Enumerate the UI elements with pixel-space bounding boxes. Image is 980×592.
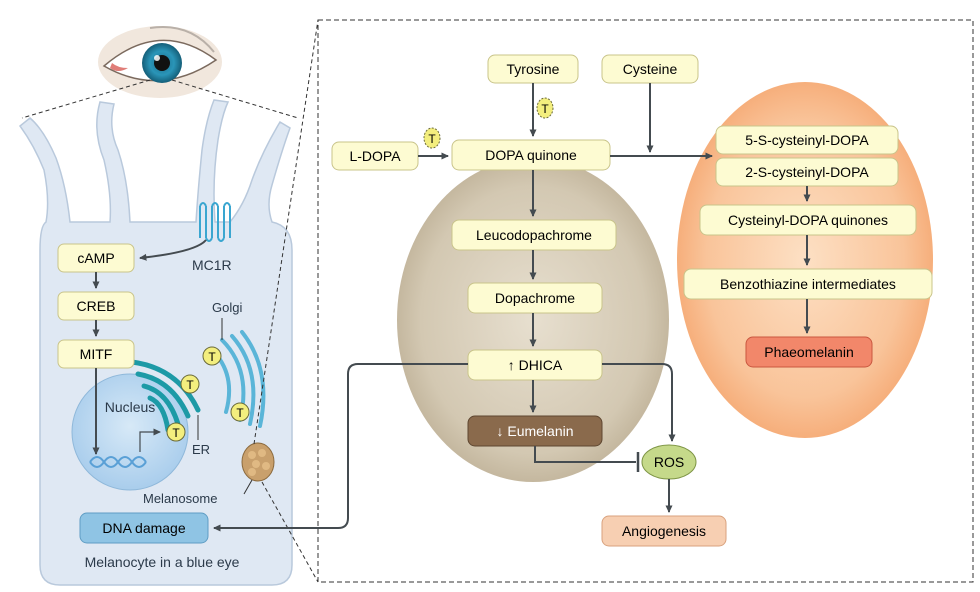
eye-highlight — [154, 55, 160, 61]
cysteine-box: Cysteine — [601, 54, 699, 84]
ldopa-label: L-DOPA — [349, 148, 401, 164]
camp-box: cAMP — [57, 243, 135, 273]
tyrosinase-marker-golgi-top: T — [202, 346, 222, 366]
benzothiazine-label: Benzothiazine intermediates — [720, 276, 896, 292]
t-label: T — [208, 350, 216, 364]
eumelanin-box: ↓ Eumelanin — [467, 415, 603, 447]
mc1r-receptor-icon — [199, 202, 231, 242]
t-label: T — [541, 102, 549, 116]
mc1r-label: MC1R — [192, 257, 232, 273]
s2-cysteinyl-label: 2-S-cysteinyl-DOPA — [745, 164, 869, 180]
dna-damage-box: DNA damage — [79, 512, 209, 544]
cell-caption: Melanocyte in a blue eye — [85, 554, 240, 570]
tyrosinase-marker-ldopa: T — [423, 127, 441, 149]
zoom-line-left — [21, 79, 151, 119]
nucleus-label: Nucleus — [105, 399, 156, 415]
ros-label: ROS — [654, 454, 684, 470]
angiogenesis-box: Angiogenesis — [601, 515, 727, 547]
mitf-box: MITF — [57, 339, 135, 369]
golgi-label: Golgi — [212, 300, 242, 315]
eye-caruncle — [110, 63, 128, 71]
mitf-label: MITF — [80, 346, 113, 362]
tyrosinase-marker-golgi-bottom: T — [230, 402, 250, 422]
cysteinyl-quinones-label: Cysteinyl-DOPA quinones — [728, 212, 888, 228]
dopa-quinone-label: DOPA quinone — [485, 147, 577, 163]
melanosome-leader-line — [243, 479, 253, 495]
inhibition-eumelanin-to-ros — [534, 446, 636, 463]
eye-illustration — [98, 26, 222, 98]
melanosome-icon — [241, 442, 275, 482]
angiogenesis-label: Angiogenesis — [622, 523, 706, 539]
creb-box: CREB — [57, 291, 135, 321]
ros-ellipse: ROS — [641, 444, 697, 480]
creb-label: CREB — [77, 298, 116, 314]
leucodopachrome-label: Leucodopachrome — [476, 227, 592, 243]
eumelanin-label: ↓ Eumelanin — [496, 423, 573, 439]
arrow-dhica-to-dna-damage — [213, 363, 468, 532]
t-label: T — [186, 378, 194, 392]
dhica-box: ↑ DHICA — [467, 349, 603, 381]
dopachrome-label: Dopachrome — [495, 290, 575, 306]
zoom-line-top — [253, 19, 319, 445]
ldopa-box: L-DOPA — [331, 141, 419, 171]
arrow-transcription — [139, 428, 161, 452]
t-label: T — [428, 132, 436, 146]
er-label: ER — [192, 442, 210, 457]
dna-damage-label: DNA damage — [102, 520, 185, 536]
dopa-quinone-box: DOPA quinone — [451, 139, 611, 171]
phaeomelanin-box: Phaeomelanin — [745, 336, 873, 368]
arrow-dhica-to-ros — [602, 363, 676, 442]
tyrosinase-marker-tyrosine: T — [536, 97, 554, 119]
t-label: T — [172, 426, 180, 440]
tyrosinase-marker-nucleus: T — [166, 422, 186, 442]
tyrosine-box: Tyrosine — [487, 54, 579, 84]
phaeomelanin-label: Phaeomelanin — [764, 344, 854, 360]
leucodopachrome-box: Leucodopachrome — [451, 219, 617, 251]
arrow-mc1r-to-camp — [139, 239, 207, 261]
tyrosinase-marker-er: T — [180, 374, 200, 394]
cysteinyl-dopa-quinones-box: Cysteinyl-DOPA quinones — [699, 204, 917, 236]
benzothiazine-intermediates-box: Benzothiazine intermediates — [683, 268, 933, 300]
dhica-label: ↑ DHICA — [508, 357, 563, 373]
s5-cysteinyl-label: 5-S-cysteinyl-DOPA — [745, 132, 869, 148]
pathway-panel-border — [317, 19, 974, 583]
s5-cysteinyl-dopa-box: 5-S-cysteinyl-DOPA — [715, 125, 899, 155]
dopachrome-box: Dopachrome — [467, 282, 603, 314]
endoplasmic-reticulum-icon — [129, 359, 201, 433]
cysteine-label: Cysteine — [623, 61, 678, 77]
s2-cysteinyl-dopa-box: 2-S-cysteinyl-DOPA — [715, 157, 899, 187]
tyrosine-label: Tyrosine — [507, 61, 560, 77]
melanosome-label: Melanosome — [143, 491, 217, 506]
golgi-icon — [212, 330, 266, 428]
eyebrow-lashes — [149, 26, 215, 53]
zoom-line-right — [171, 79, 299, 119]
dna-icon — [89, 456, 147, 468]
camp-label: cAMP — [77, 250, 114, 266]
t-label: T — [236, 406, 244, 420]
zoom-line-bottom — [261, 481, 319, 583]
